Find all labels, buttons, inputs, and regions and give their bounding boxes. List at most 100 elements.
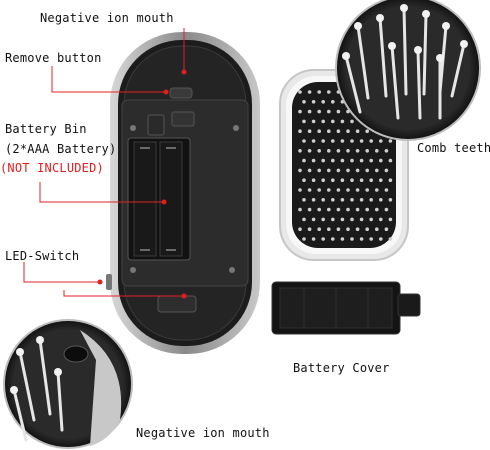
- bristle-dot: [359, 198, 364, 202]
- bristle-dot: [336, 188, 341, 192]
- bristle-dot: [298, 149, 302, 153]
- bristle-dot: [369, 158, 374, 163]
- bristle-dot: [302, 178, 306, 182]
- bristle-dot: [375, 207, 379, 212]
- bristle-dot: [340, 217, 345, 222]
- bristle-dot: [388, 217, 393, 222]
- bristle-dot: [359, 237, 364, 241]
- bristle-dot: [317, 188, 322, 192]
- bristle-dot: [321, 100, 326, 104]
- bristle-dot: [369, 198, 374, 202]
- bristle-dot: [346, 207, 350, 212]
- bristle-dot: [350, 178, 354, 182]
- bristle-dot: [307, 129, 312, 133]
- bristle-dot: [340, 139, 345, 143]
- bristle-dot: [346, 168, 350, 173]
- bristle-dot: [302, 139, 306, 143]
- bristle-dot: [327, 227, 331, 231]
- bristle-dot: [375, 149, 379, 153]
- bristle-dot: [379, 198, 383, 202]
- bristle-dot: [388, 237, 393, 241]
- bristle-dot: [327, 168, 331, 173]
- bristle-dot: [311, 178, 316, 182]
- bristle-dot: [350, 237, 354, 241]
- bristle-dot: [365, 149, 370, 153]
- bristle-dot: [384, 168, 389, 173]
- brush-body: [106, 32, 260, 354]
- bristle-dot: [369, 178, 374, 182]
- bristle-dot: [379, 237, 383, 241]
- bristle-dot: [311, 237, 316, 241]
- bristle-dot: [365, 227, 370, 231]
- bristle-dot: [346, 188, 350, 192]
- bristle-dot: [384, 149, 389, 153]
- bristle-dot: [302, 100, 306, 104]
- bristle-dot: [317, 109, 322, 114]
- bristle-dot: [350, 119, 354, 124]
- bristle-dot: [331, 198, 335, 202]
- label-led-switch: LED-Switch: [5, 249, 80, 263]
- bristle-dot: [379, 158, 383, 163]
- bristle-dot: [327, 129, 331, 133]
- bristle-dot: [388, 158, 393, 163]
- bristle-dot: [331, 178, 335, 182]
- bristle-closeup: [335, 0, 481, 141]
- bristle-dot: [321, 198, 326, 202]
- bristle-dot: [336, 109, 341, 114]
- bristle-dot: [307, 90, 312, 94]
- bristle-dot: [340, 158, 345, 163]
- bristle-dot: [307, 207, 312, 212]
- bristle-dot: [321, 158, 326, 163]
- bristle-dot: [317, 227, 322, 231]
- bristle-dot: [331, 237, 335, 241]
- bristle-dot: [384, 207, 389, 212]
- bristle-dot: [369, 237, 374, 241]
- bristle-dot: [317, 90, 322, 94]
- bristle-dot: [298, 168, 302, 173]
- bristle-dot: [359, 217, 364, 222]
- bristle-dot: [311, 100, 316, 104]
- bristle-dot: [298, 207, 302, 212]
- bristle-dot: [302, 237, 306, 241]
- bristle-dot: [327, 207, 331, 212]
- bristle-dot: [317, 168, 322, 173]
- bristle-dot: [350, 139, 354, 143]
- bristle-dot: [355, 188, 360, 192]
- bristle-dot: [321, 119, 326, 124]
- bristle-dot: [307, 227, 312, 231]
- bristle-dot: [302, 198, 306, 202]
- bristle-dot: [388, 139, 393, 143]
- bristle-dot: [336, 168, 341, 173]
- bristle-dot: [379, 178, 383, 182]
- bristle-dot: [365, 207, 370, 212]
- bristle-dot: [321, 237, 326, 241]
- bristle-dot: [327, 109, 331, 114]
- bristle-dot: [321, 139, 326, 143]
- bristle-dot: [365, 129, 370, 133]
- bristle-dot: [327, 90, 331, 94]
- bristle-dot: [350, 158, 354, 163]
- bristle-dot: [359, 139, 364, 143]
- label-remove-button: Remove button: [5, 51, 102, 65]
- bristle-dot: [365, 188, 370, 192]
- bristle-dot: [302, 217, 306, 222]
- bristle-dot: [298, 90, 302, 94]
- label-comb-teeth: Comb teeth: [417, 141, 490, 155]
- bristle-dot: [307, 168, 312, 173]
- bristle-dot: [388, 178, 393, 182]
- bristle-dot: [375, 188, 379, 192]
- bristle-dot: [340, 119, 345, 124]
- label-negative-ion-mouth-top: Negative ion mouth: [40, 11, 174, 25]
- bristle-dot: [307, 149, 312, 153]
- bristle-dot: [307, 188, 312, 192]
- bristle-dot: [379, 139, 383, 143]
- bristle-dot: [384, 188, 389, 192]
- bristle-dot: [384, 227, 389, 231]
- bristle-dot: [317, 129, 322, 133]
- bristle-dot: [359, 178, 364, 182]
- bristle-dot: [355, 207, 360, 212]
- bristle-dot: [321, 217, 326, 222]
- bristle-dot: [311, 198, 316, 202]
